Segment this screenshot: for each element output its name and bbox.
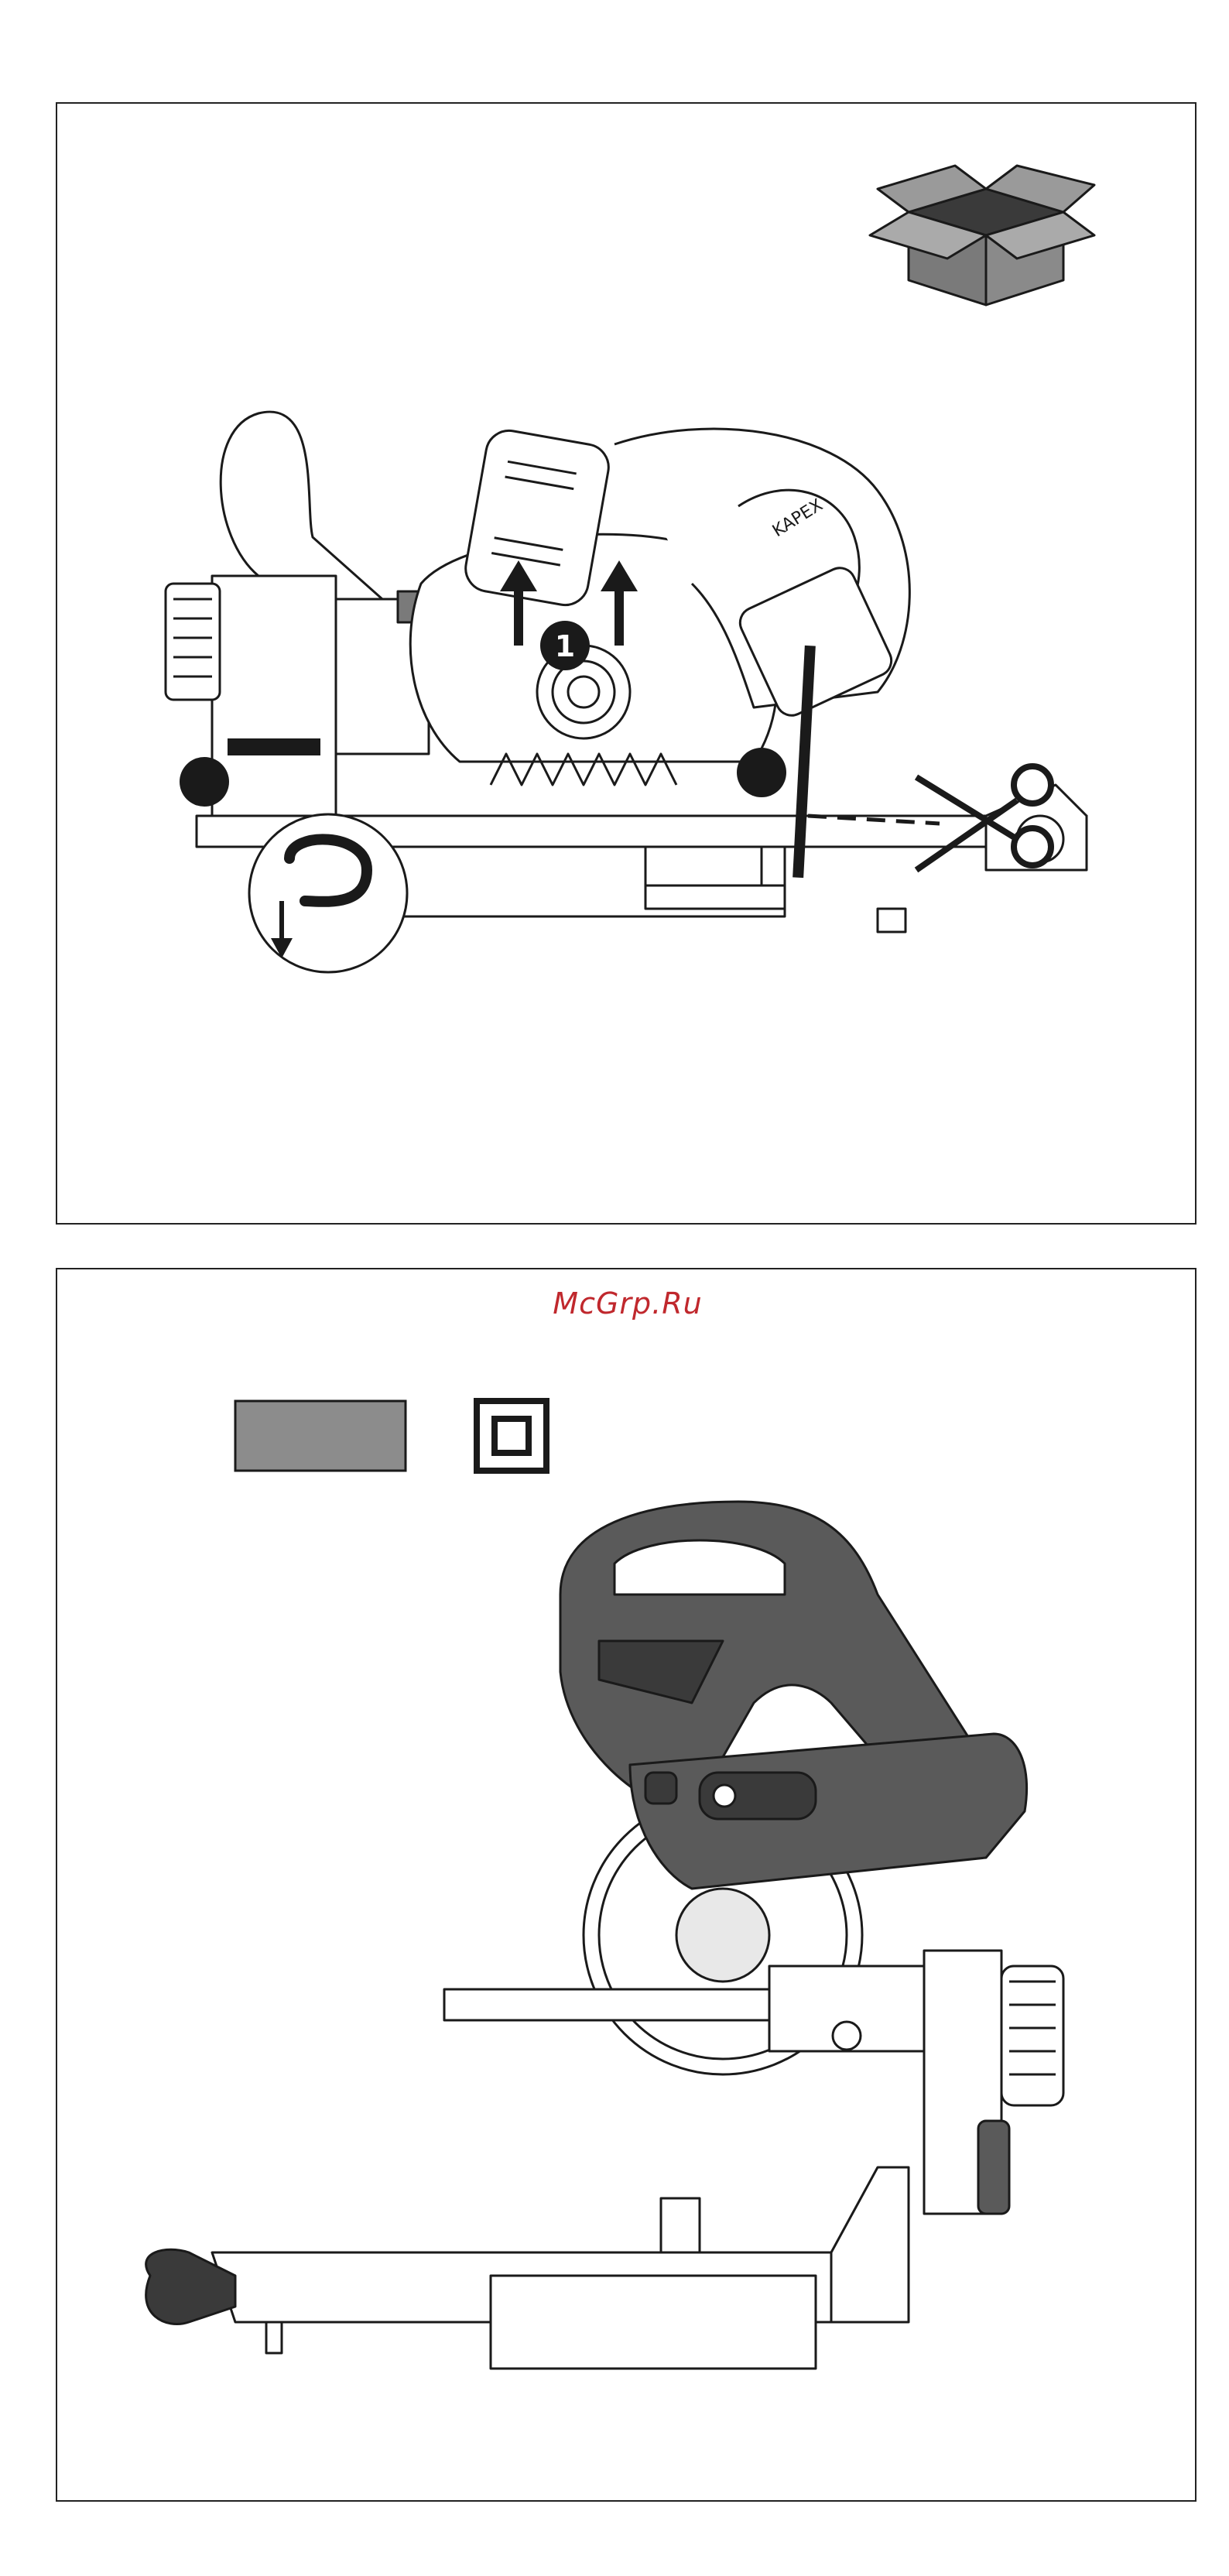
saw-side-view <box>146 1502 1063 2369</box>
product-illustration <box>57 1269 1195 2500</box>
strap-marker-dot-right <box>737 748 786 797</box>
unpacking-illustration: KAPEX 1 <box>57 104 1195 1223</box>
strap-marker-dot-left <box>180 757 229 807</box>
double-insulation-icon <box>477 1401 546 1471</box>
step-marker: 1 <box>540 621 590 670</box>
up-arrow-right <box>614 584 624 646</box>
unpacking-instruction-panel: KAPEX 1 <box>56 102 1196 1225</box>
strap-removal-detail <box>249 814 407 972</box>
step-number: 1 <box>555 629 575 663</box>
gray-color-swatch <box>235 1401 406 1471</box>
cardboard-box-icon <box>870 166 1094 305</box>
packing-strap-left <box>228 738 320 755</box>
product-overview-panel: McGrp.Ru <box>56 1268 1196 2502</box>
up-arrow-left <box>514 584 523 646</box>
